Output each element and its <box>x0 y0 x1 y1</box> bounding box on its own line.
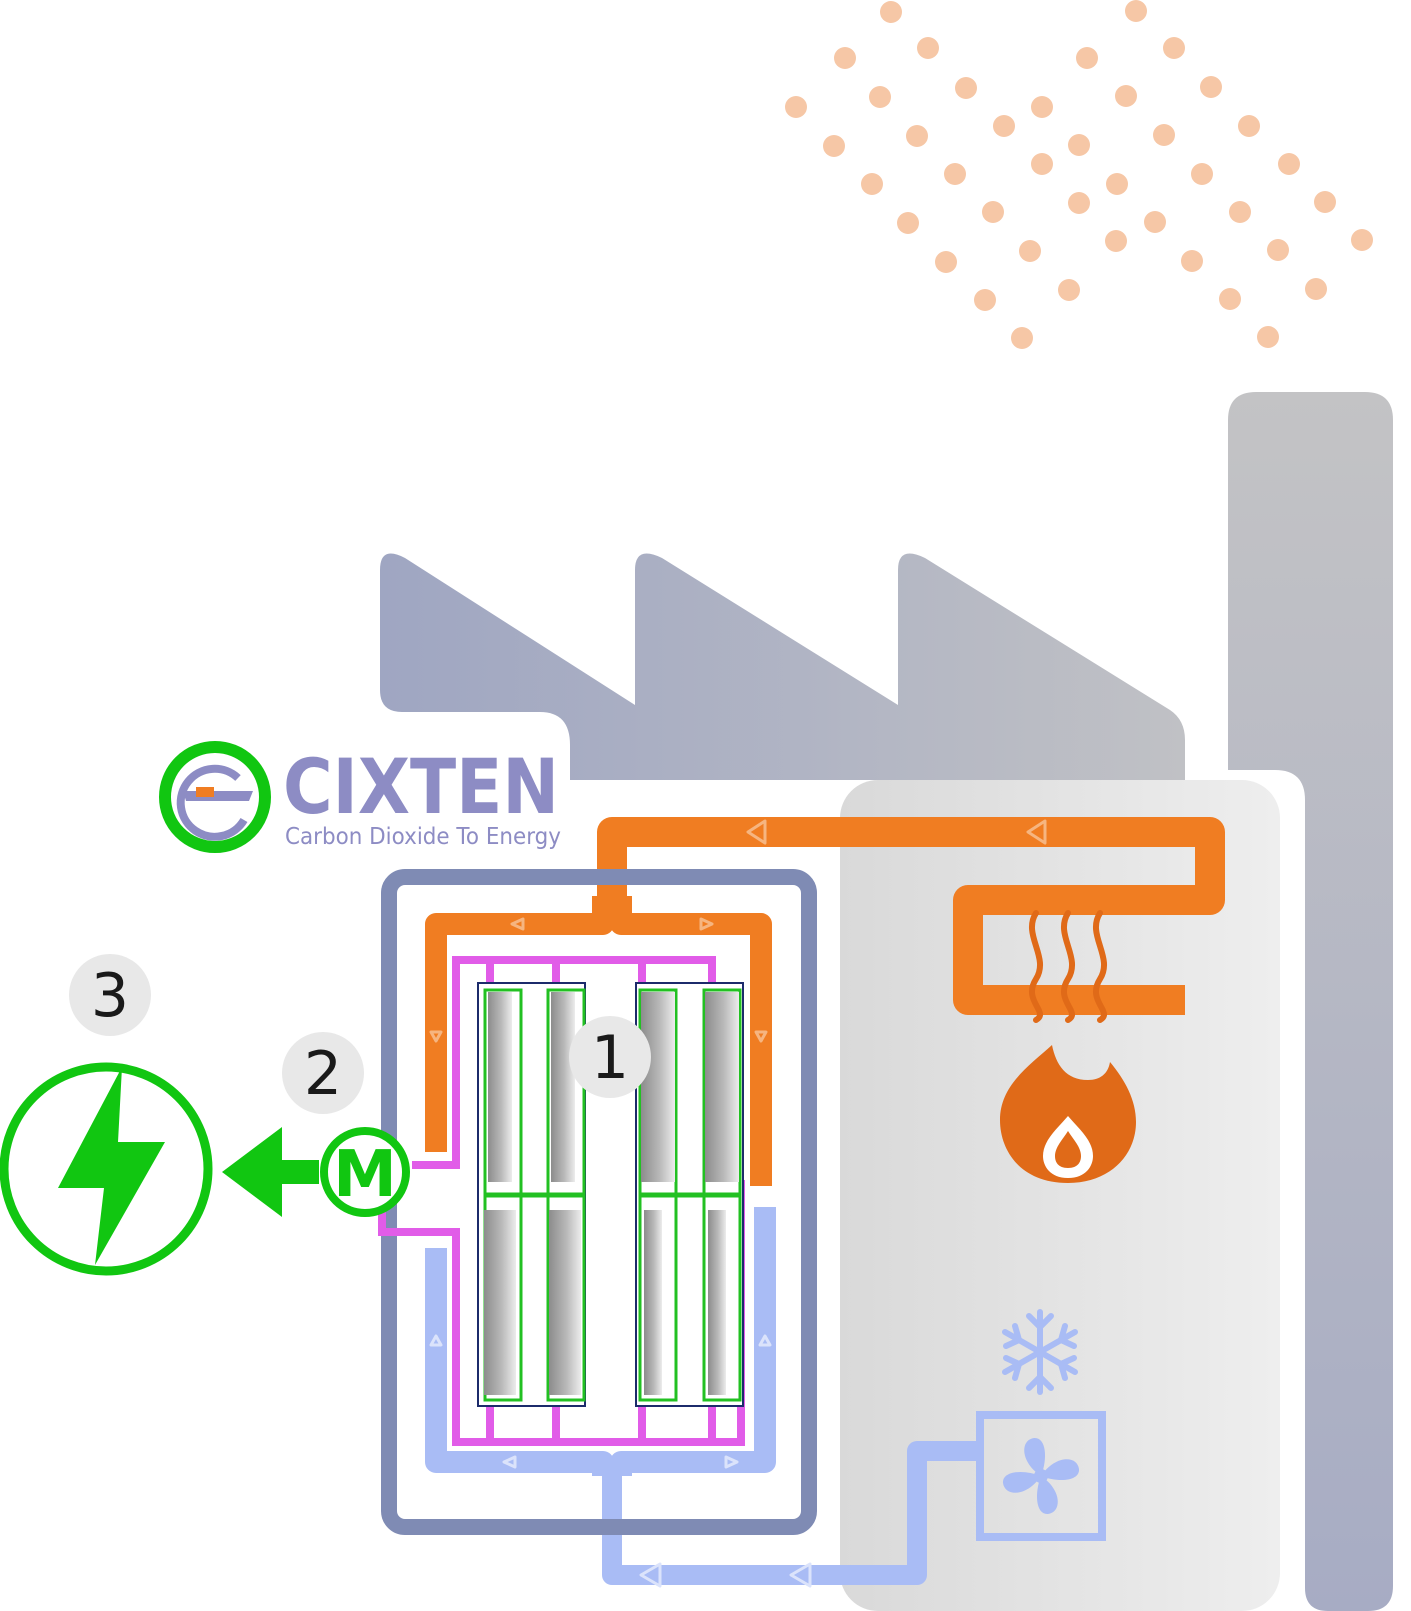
fan-icon <box>976 1411 1106 1541</box>
cold-loop-arrows <box>429 1334 812 1588</box>
tube-module-right <box>635 982 744 1407</box>
logo-brand: CIXTEN <box>283 742 559 831</box>
logo-tagline: Carbon Dioxide To Energy <box>285 824 561 850</box>
smoke-dots <box>785 0 1373 349</box>
svg-text:2: 2 <box>304 1039 342 1109</box>
motor-generator: M <box>320 1127 410 1217</box>
heat-waves-icon <box>1028 910 1108 1023</box>
marker-2: 2 <box>282 1032 364 1114</box>
factory-building <box>380 553 1185 780</box>
logo-mark <box>159 741 271 853</box>
chimney <box>1228 392 1393 1611</box>
hot-loop-arrows <box>429 819 1047 1043</box>
logo-mark-e <box>176 764 248 841</box>
tube-module-left <box>477 982 586 1407</box>
power-arrow <box>222 1127 319 1217</box>
lightning-bolt-icon <box>58 1067 165 1265</box>
cixten-logo: CIXTEN Carbon Dioxide To Energy <box>159 741 561 853</box>
electricity-icon <box>0 1062 213 1276</box>
marker-3: 3 <box>69 954 151 1036</box>
svg-text:3: 3 <box>91 961 129 1031</box>
marker-1: 1 <box>569 1016 651 1098</box>
svg-text:M: M <box>333 1138 397 1212</box>
cold-loop <box>425 1207 980 1585</box>
svg-text:1: 1 <box>591 1023 629 1093</box>
snowflake-icon <box>1002 1309 1078 1395</box>
flame-icon <box>1000 1045 1136 1183</box>
